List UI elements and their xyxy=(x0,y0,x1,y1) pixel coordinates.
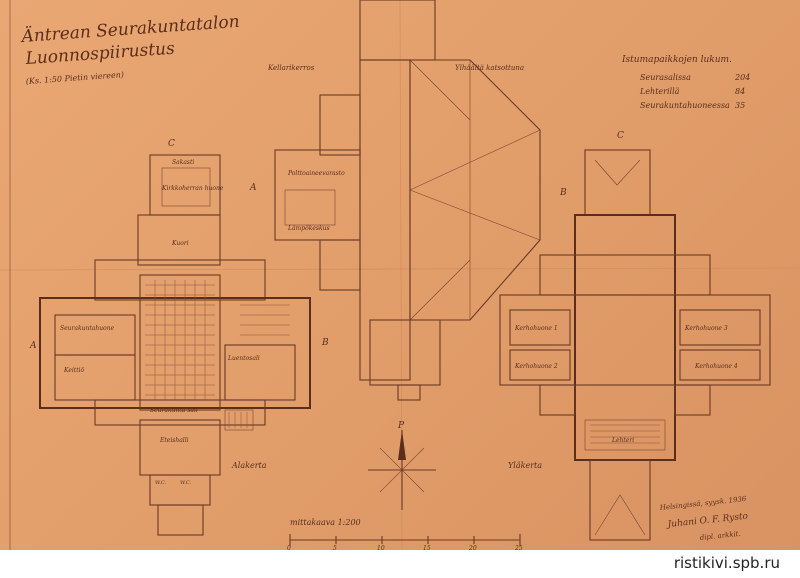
watermark-text: ristikivi.spb.ru xyxy=(673,554,780,572)
room-seurakuntasali: Seurakunta-sali xyxy=(150,407,198,414)
label-ylakerta: Yläkerta xyxy=(508,461,542,470)
floor-plan-drawing: Äntrean Seurakuntatalon Luonnospiirustus… xyxy=(0,0,800,550)
scale-tick-0: 0 xyxy=(287,545,291,550)
blueprint-sheet: Äntrean Seurakuntatalon Luonnospiirustus… xyxy=(0,0,800,550)
signature-title: dipl. arkkit. xyxy=(699,530,741,542)
room-kerhohuone-4: Kerhohuone 4 xyxy=(694,363,738,370)
legend-row-1-label: Seurasalissa xyxy=(640,73,691,82)
signature-date: Helsingissä, syysk. 1936 xyxy=(658,495,747,512)
room-lampokeskus: Lämpökeskus xyxy=(287,225,330,232)
legend-row-1-value: 204 xyxy=(734,73,750,82)
room-sakasti: Sakasti xyxy=(172,159,194,166)
legend-row-2-label: Lehterillä xyxy=(639,87,680,96)
roof-plan: Ylhäältä katsottuna xyxy=(359,0,541,401)
upper-floor-plan: Kerhohuone 1 Kerhohuone 2 Kerhohuone 3 K… xyxy=(499,149,771,541)
basement-plan: Polttoaineevarasto Lämpökeskus Kellarike… xyxy=(267,64,361,291)
room-luentosali: Luentosali xyxy=(227,355,260,362)
room-kerhohuone-3: Kerhohuone 3 xyxy=(684,325,728,332)
room-keittio: Keittiö xyxy=(63,367,85,374)
compass-rose: P xyxy=(368,421,436,510)
ground-floor-plan: Sakasti Kirkkoherran huone Kuori xyxy=(39,154,311,536)
label-kellarikerros: Kellarikerros xyxy=(267,64,315,72)
title-block: Äntrean Seurakuntatalon Luonnospiirustus… xyxy=(19,11,240,86)
label-roof-plan: Ylhäältä katsottuna xyxy=(455,64,524,72)
scale-tick-25: 25 xyxy=(514,545,523,550)
compass-north-label: P xyxy=(397,421,405,431)
section-mark-c-right: C xyxy=(617,131,624,141)
scale-bar: mittakaava 1:200 0 5 10 15 20 25 xyxy=(287,518,523,550)
legend-heading: Istumapaikkojen lukum. xyxy=(621,55,732,65)
seat-legend: Istumapaikkojen lukum. Seurasalissa 204 … xyxy=(621,55,750,110)
room-wc1: W.C. xyxy=(155,480,167,486)
legend-row-3-value: 35 xyxy=(735,101,745,110)
section-mark-b-left: B xyxy=(321,338,329,348)
room-kuori: Kuori xyxy=(171,240,189,247)
label-alakerta: Alakerta xyxy=(231,461,267,470)
signature-name: Juhani O. F. Rysto xyxy=(665,512,749,531)
section-mark-c-left: C xyxy=(168,139,175,149)
section-mark-a-basement: A xyxy=(249,183,257,193)
scale-tick-15: 15 xyxy=(423,545,431,550)
scale-tick-5: 5 xyxy=(333,545,337,550)
room-eteishalli: Eteishalli xyxy=(159,437,189,444)
room-kerhohuone-2: Kerhohuone 2 xyxy=(514,363,558,370)
scale-tick-20: 20 xyxy=(468,545,477,550)
room-polttoaine: Polttoaineevarasto xyxy=(287,170,345,177)
architect-signature: Helsingissä, syysk. 1936 Juhani O. F. Ry… xyxy=(658,495,749,542)
watermark-strip: ristikivi.spb.ru xyxy=(0,550,800,578)
section-mark-a-left: A xyxy=(29,341,37,351)
room-kirkkoherra: Kirkkoherran huone xyxy=(161,185,224,192)
title-sub: (Ks. 1:50 Pietin viereen) xyxy=(26,70,125,86)
seating-grid xyxy=(145,280,215,400)
room-wc2: W.C. xyxy=(180,480,192,486)
room-seurakuntahuone: Seurakuntahuone xyxy=(60,325,115,332)
legend-row-2-value: 84 xyxy=(735,87,745,96)
room-lehteri: Lehteri xyxy=(611,437,634,444)
legend-row-3-label: Seurakuntahuoneessa xyxy=(640,101,730,110)
scale-tick-10: 10 xyxy=(377,545,385,550)
section-mark-b-roof: B xyxy=(559,188,567,198)
room-kerhohuone-1: Kerhohuone 1 xyxy=(514,325,558,332)
scale-text: mittakaava 1:200 xyxy=(290,518,361,527)
